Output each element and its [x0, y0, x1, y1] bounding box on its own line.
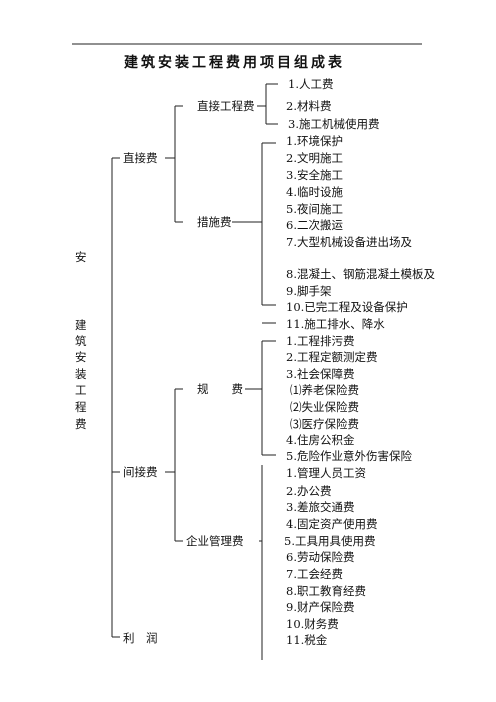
direct-engineering-item: 3.施工机械使用费: [288, 117, 380, 131]
measures-item: 1.环境保护: [286, 134, 343, 148]
level1-profit: 利 润: [123, 631, 158, 645]
level2-direct-engineering: 直接工程费: [197, 99, 255, 113]
management-item: 3.差旅交通费: [286, 500, 355, 514]
root-label-char: 建: [75, 318, 87, 332]
root-label-char: 筑: [75, 334, 87, 348]
fees-item: 2.工程定额测定费: [286, 350, 378, 364]
level1-indirect-cost: 间接费: [123, 465, 158, 479]
fees-item: 3.社会保障费: [286, 367, 355, 381]
management-item: 8.职工教育经费: [286, 584, 366, 598]
measures-item: 11.施工排水、降水: [286, 317, 385, 331]
level2-measures: 措施费: [197, 215, 232, 229]
management-item: 4.固定资产使用费: [286, 517, 378, 531]
root-label-char: 程: [75, 400, 87, 414]
fees-item: ⑵失业保险费: [290, 400, 359, 414]
management-item: 1.管理人员工资: [286, 466, 366, 480]
root-label-char: 工: [75, 383, 87, 397]
level1-direct-cost: 直接费: [123, 151, 158, 165]
root-label-char: 装: [75, 367, 87, 381]
measures-item: 7.大型机械设备进出场及: [286, 235, 412, 249]
management-item: 10.财务费: [286, 617, 339, 631]
measures-item: 4.临时设施: [286, 185, 343, 199]
measures-item: 2.文明施工: [286, 151, 343, 165]
fees-item: ⑴养老保险费: [290, 383, 359, 397]
measures-item: 8.混凝土、钢筋混凝土模板及: [286, 267, 435, 281]
root-label-char: 安: [75, 350, 87, 364]
fees-item: 1.工程排污费: [286, 334, 355, 348]
direct-engineering-item: 2.材料费: [286, 99, 332, 113]
measures-item: 9.脚手架: [286, 284, 332, 298]
management-item: 6.劳动保险费: [286, 550, 355, 564]
management-item: 7.工会经费: [286, 567, 343, 581]
management-item: 5.工具用具使用费: [284, 534, 376, 548]
level2-fees: 规 费: [197, 382, 243, 396]
measures-item: 5.夜间施工: [286, 202, 343, 216]
fees-item: 5.危险作业意外伤害保险: [286, 449, 412, 463]
management-item: 11.税金: [286, 633, 328, 647]
management-item: 9.财产保险费: [286, 600, 355, 614]
level2-management: 企业管理费: [186, 534, 244, 548]
fees-item: ⑶医疗保险费: [290, 417, 359, 431]
measures-item: 3.安全施工: [286, 168, 343, 182]
root-label-top-char: 安: [75, 250, 87, 264]
root-label-char: 费: [75, 417, 87, 431]
measures-item: 10.已完工程及设备保护: [286, 300, 408, 314]
management-item: 2.办公费: [286, 484, 332, 498]
measures-item: 6.二次搬运: [286, 218, 343, 232]
page-title: 建筑安装工程费用项目组成表: [124, 55, 345, 71]
fees-item: 4.住房公积金: [286, 433, 355, 447]
direct-engineering-item: 1.人工费: [288, 77, 334, 91]
